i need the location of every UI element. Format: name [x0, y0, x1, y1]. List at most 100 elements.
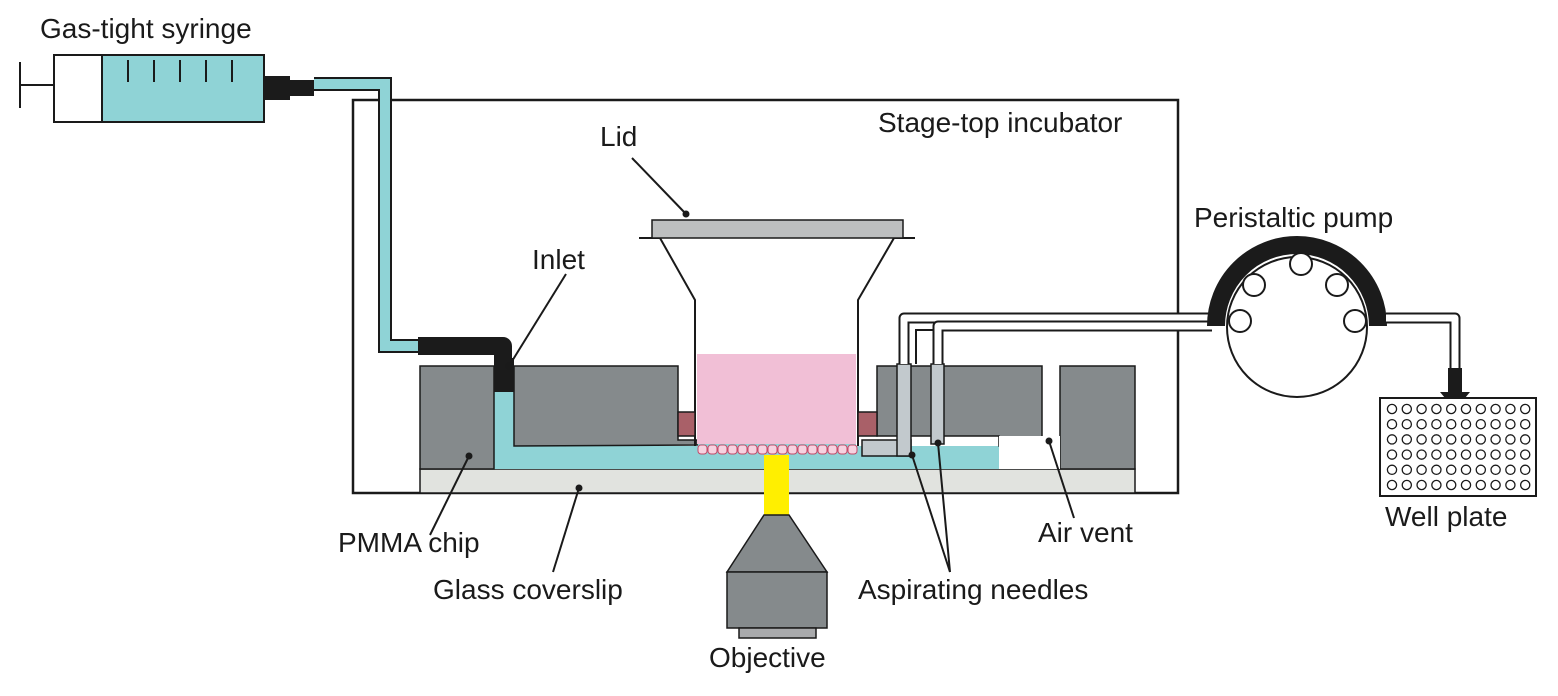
well	[1445, 464, 1457, 476]
cell	[737, 444, 748, 455]
cell	[827, 444, 838, 455]
well	[1445, 449, 1457, 460]
well	[1505, 403, 1516, 415]
cell	[787, 444, 798, 455]
label-needles: Aspirating needles	[858, 574, 1088, 605]
well	[1445, 434, 1457, 445]
well	[1519, 434, 1531, 445]
well	[1386, 464, 1398, 476]
cell	[697, 444, 708, 455]
well	[1431, 479, 1442, 491]
culture-insert	[639, 237, 915, 455]
cell	[767, 444, 778, 455]
well	[1401, 403, 1413, 415]
well	[1505, 479, 1516, 491]
well	[1416, 418, 1427, 430]
gas-tight-syringe	[19, 54, 314, 123]
cell	[717, 444, 728, 455]
cell-monolayer	[697, 444, 858, 455]
well	[1386, 434, 1398, 445]
well	[1445, 403, 1457, 415]
well	[1416, 479, 1427, 491]
well	[1401, 464, 1413, 476]
well	[1460, 449, 1472, 460]
well	[1490, 403, 1501, 415]
cell	[837, 444, 848, 455]
well	[1460, 434, 1472, 445]
well	[1490, 449, 1501, 460]
cell	[807, 444, 818, 455]
well	[1386, 479, 1398, 491]
well	[1416, 464, 1427, 476]
cell	[707, 444, 718, 455]
well	[1431, 403, 1442, 415]
leader-lines	[429, 157, 1075, 573]
well	[1519, 464, 1531, 476]
cell	[817, 444, 828, 455]
cell	[727, 444, 738, 455]
well	[1460, 418, 1472, 430]
well	[1490, 418, 1501, 430]
well	[1505, 449, 1516, 460]
well	[1460, 464, 1472, 476]
lid	[651, 219, 904, 239]
well	[1519, 403, 1531, 415]
label-coverslip: Glass coverslip	[433, 574, 623, 605]
well	[1519, 479, 1531, 491]
label-pump: Peristaltic pump	[1194, 202, 1393, 233]
cell	[777, 444, 788, 455]
well	[1490, 464, 1501, 476]
well	[1386, 449, 1398, 460]
pmma-chip	[419, 365, 1136, 470]
label-lid: Lid	[600, 121, 637, 152]
well	[1490, 479, 1501, 491]
well	[1475, 434, 1487, 445]
well	[1475, 464, 1487, 476]
label-air-vent: Air vent	[1038, 517, 1133, 548]
well	[1445, 479, 1457, 491]
well	[1505, 464, 1516, 476]
well-plate	[1379, 397, 1537, 497]
well	[1431, 449, 1442, 460]
light-path	[764, 455, 789, 515]
well	[1475, 418, 1487, 430]
peristaltic-pump	[1207, 236, 1387, 398]
cell	[847, 444, 858, 455]
well	[1505, 434, 1516, 445]
well	[1416, 403, 1427, 415]
well	[1475, 479, 1487, 491]
well	[1416, 434, 1427, 445]
label-chip: PMMA chip	[338, 527, 480, 558]
well	[1386, 418, 1398, 430]
well	[1386, 403, 1398, 415]
label-inlet: Inlet	[532, 244, 585, 275]
well	[1460, 403, 1472, 415]
well	[1416, 449, 1427, 460]
feed-tube	[314, 77, 418, 353]
well	[1401, 479, 1413, 491]
well	[1490, 434, 1501, 445]
well-grid	[1386, 403, 1531, 491]
aspirating-needles	[861, 312, 1212, 457]
label-objective: Objective	[709, 642, 826, 673]
cell	[747, 444, 758, 455]
well	[1475, 403, 1487, 415]
well	[1401, 449, 1413, 460]
label-incubator: Stage-top incubator	[878, 107, 1122, 138]
objective-lens	[725, 514, 829, 639]
outlet-tube	[1386, 312, 1470, 410]
well	[1505, 418, 1516, 430]
well	[1460, 479, 1472, 491]
well	[1519, 449, 1531, 460]
label-well-plate: Well plate	[1385, 501, 1507, 532]
cell	[757, 444, 768, 455]
well	[1431, 464, 1442, 476]
label-syringe: Gas-tight syringe	[40, 13, 252, 44]
well	[1431, 434, 1442, 445]
well	[1431, 418, 1442, 430]
well	[1475, 449, 1487, 460]
well	[1401, 418, 1413, 430]
well	[1519, 418, 1531, 430]
well	[1401, 434, 1413, 445]
